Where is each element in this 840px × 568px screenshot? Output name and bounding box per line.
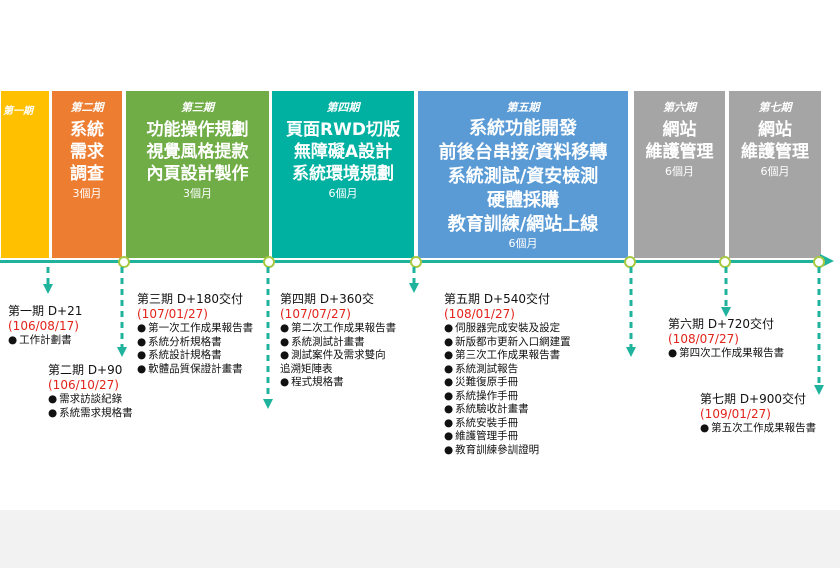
phase-3-duration: 3個月 (183, 187, 212, 200)
footer-band (0, 510, 840, 568)
phase-6-title: 網站 維護管理 (645, 120, 714, 162)
deliverable-item: 系統測試報告 (444, 363, 571, 377)
deliverable-item: 第五次工作成果報告書 (700, 422, 816, 436)
phase-2-label: 第二期 (70, 101, 104, 114)
phase-6-box: 第六期 網站 維護管理 6個月 (634, 91, 725, 258)
deliverable-item: 第二次工作成果報告書 (280, 322, 396, 336)
deliverable-phase-5: 第五期 D+540交付 (108/01/27) 伺服器完成安裝及設定 新版都市更… (444, 292, 571, 457)
phase-1-box: 第一期 (1, 91, 49, 258)
phase-2-title: 系統 需求 調查 (70, 120, 104, 184)
phase-6-duration: 6個月 (665, 165, 694, 178)
deliverable-date: (107/07/27) (280, 307, 351, 321)
phase-4-label: 第四期 (326, 101, 360, 114)
deliverable-phase-7: 第七期 D+900交付 (109/01/27) 第五次工作成果報告書 (700, 392, 816, 436)
deliverable-item: 教育訓練參訓證明 (444, 444, 571, 458)
deliverable-item: 新版都市更新入口網建置 (444, 336, 571, 350)
deliverable-phase-2: 第二期 D+90 (106/10/27) 需求訪談紀錄 系統需求規格書 (48, 363, 133, 420)
phase-4-title: 頁面RWD切版 無障礙A設計 系統環境規劃 (286, 120, 400, 184)
deliverable-heading: 第七期 D+900交付 (700, 392, 807, 406)
deliverable-date: (109/01/27) (700, 407, 771, 421)
milestone-dot (624, 256, 636, 268)
deliverable-phase-6: 第六期 D+720交付 (108/07/27) 第四次工作成果報告書 (668, 317, 784, 361)
deliverable-phase-3: 第三期 D+180交付 (107/01/27) 第一次工作成果報告書 系統分析規… (137, 292, 253, 376)
deliverable-heading: 第三期 D+180交付 (137, 292, 244, 306)
deliverable-item: 第一次工作成果報告書 (137, 322, 253, 336)
deliverable-item: 軟體品質保證計畫書 (137, 363, 253, 377)
deliverable-date: (106/10/27) (48, 378, 119, 392)
deliverable-item: 第三次工作成果報告書 (444, 349, 571, 363)
deliverable-item: 維護管理手冊 (444, 430, 571, 444)
deliverable-item: 系統需求規格書 (48, 407, 133, 421)
milestone-dot (719, 256, 731, 268)
deliverable-phase-1: 第一期 D+21 (106/08/17) 工作計劃書 (8, 304, 82, 348)
deliverable-date: (108/07/27) (668, 332, 739, 346)
deliverable-heading: 第四期 D+360交 (280, 292, 375, 306)
deliverable-item: 程式規格書 (280, 376, 396, 390)
deliverable-item: 系統安裝手冊 (444, 417, 571, 431)
deliverable-date: (106/08/17) (8, 319, 79, 333)
deliverable-date: (107/01/27) (137, 307, 208, 321)
phase-4-duration: 6個月 (328, 187, 358, 200)
phase-7-duration: 6個月 (760, 165, 790, 178)
milestone-dot (118, 256, 130, 268)
deliverable-item: 系統測試計畫書 (280, 336, 396, 350)
phase-7-title: 網站 維護管理 (741, 120, 809, 162)
deliverable-item: 系統操作手冊 (444, 390, 571, 404)
phase-1-label: 第一期 (3, 106, 33, 117)
deliverable-item: 災難復原手冊 (444, 376, 571, 390)
deliverable-date: (108/01/27) (444, 307, 515, 321)
deliverable-item: 系統驗收計畫書 (444, 403, 571, 417)
deliverable-item: 工作計劃書 (8, 334, 82, 348)
deliverable-heading: 第五期 D+540交付 (444, 292, 551, 306)
deliverable-heading: 第一期 D+21 (8, 304, 83, 318)
phase-5-label: 第五期 (506, 101, 540, 114)
deliverable-heading: 第二期 D+90 (48, 363, 123, 377)
deliverable-item: 第四次工作成果報告書 (668, 347, 784, 361)
phase-5-title: 系統功能開發 前後台串接/資料移轉 系統測試/資安檢測 硬體採購 教育訓練/網站… (438, 118, 608, 235)
milestone-dot (410, 256, 422, 268)
deliverable-item: 需求訪談紀錄 (48, 393, 133, 407)
phase-6-label: 第六期 (663, 101, 696, 114)
phase-3-box: 第三期 功能操作規劃 視覺風格提款 內頁設計製作 3個月 (126, 91, 269, 258)
phase-2-box: 第二期 系統 需求 調查 3個月 (52, 91, 122, 258)
phase-7-label: 第七期 (758, 101, 792, 114)
milestone-dot (813, 256, 825, 268)
deliverable-item: 系統設計規格書 (137, 349, 253, 363)
phase-4-box: 第四期 頁面RWD切版 無障礙A設計 系統環境規劃 6個月 (272, 91, 414, 258)
deliverable-item: 伺服器完成安裝及設定 (444, 322, 571, 336)
phase-2-duration: 3個月 (72, 187, 102, 200)
phase-5-duration: 6個月 (508, 237, 538, 250)
phase-3-label: 第三期 (181, 101, 214, 114)
deliverable-heading: 第六期 D+720交付 (668, 317, 775, 331)
phase-7-box: 第七期 網站 維護管理 6個月 (729, 91, 821, 258)
phase-5-box: 第五期 系統功能開發 前後台串接/資料移轉 系統測試/資安檢測 硬體採購 教育訓… (418, 91, 628, 258)
milestone-dot (263, 256, 275, 268)
deliverable-item: 測試案件及需求雙向 追溯矩陣表 (280, 349, 396, 376)
deliverable-phase-4: 第四期 D+360交 (107/07/27) 第二次工作成果報告書 系統測試計畫… (280, 292, 396, 390)
deliverable-item: 系統分析規格書 (137, 336, 253, 350)
phase-3-title: 功能操作規劃 視覺風格提款 內頁設計製作 (146, 120, 249, 184)
